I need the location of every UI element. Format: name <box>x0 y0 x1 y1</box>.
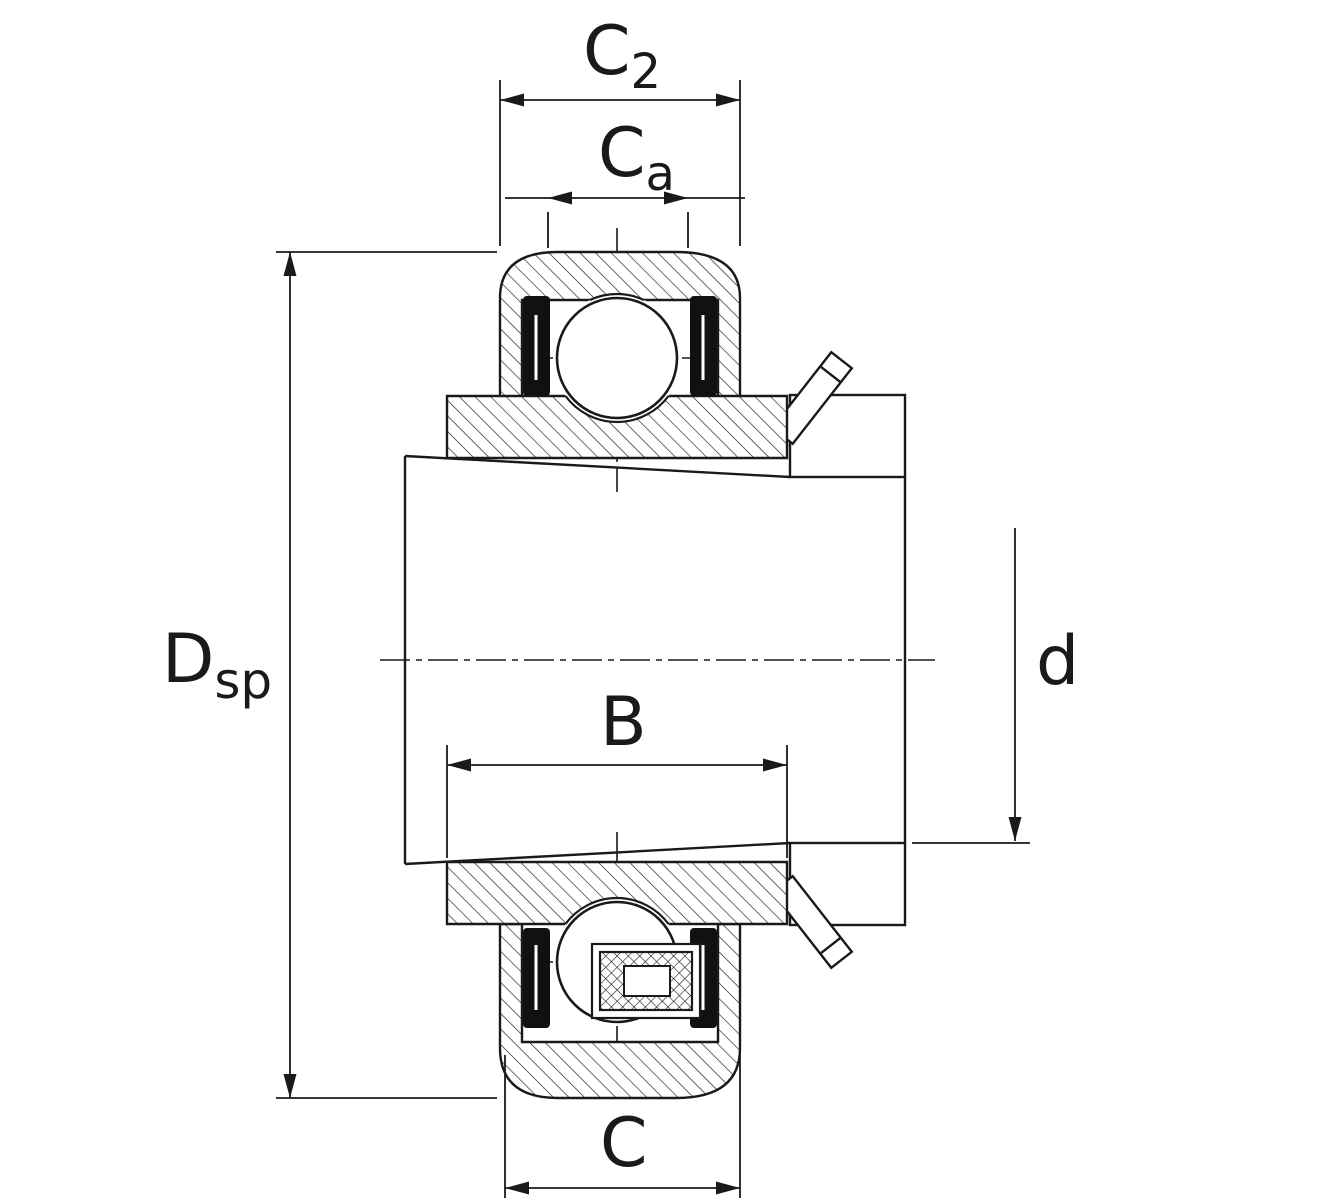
c-arrowhead-left <box>505 1181 529 1195</box>
set-screw-bottom-head-line <box>819 936 842 955</box>
c-arrowhead-right <box>716 1181 740 1195</box>
shaft-top-taper-line <box>404 454 791 479</box>
dimension-c <box>504 1055 741 1198</box>
raceway-arc-inner-bottom <box>564 896 670 925</box>
bearing-bottom-section <box>445 860 789 1100</box>
raceway-arc-inner-top <box>564 395 670 424</box>
outer-ring-bottom <box>498 922 742 1100</box>
dimension-d <box>912 528 1030 844</box>
dimension-b <box>446 745 788 858</box>
c2-arrowhead-right <box>716 93 740 107</box>
shaft-bottom-taper-line <box>404 841 791 866</box>
d-arrowhead-bottom <box>1008 817 1022 841</box>
bearing-top-section <box>445 250 789 460</box>
dimension-dsp <box>276 251 497 1099</box>
shaft <box>403 350 907 970</box>
ball-top <box>555 296 679 420</box>
inner-ring-top <box>445 394 789 460</box>
ca-arrowhead-right <box>664 191 688 205</box>
dsp-arrowhead-top <box>283 252 297 276</box>
b-arrowhead-left <box>447 758 471 772</box>
inner-ring-bottom <box>445 860 789 926</box>
dsp-arrowhead-bottom <box>283 1074 297 1098</box>
ca-label: Ca <box>598 114 675 202</box>
ca-arrowhead-left <box>548 191 572 205</box>
b-arrowhead-right <box>763 758 787 772</box>
raceway-arc-outer-top <box>589 293 645 301</box>
d-label: d <box>1036 622 1079 701</box>
b-label: B <box>600 683 647 762</box>
c-label: C <box>600 1104 647 1183</box>
set-screw-top-head-line <box>819 365 842 384</box>
outer-ring-top <box>498 250 742 400</box>
dimension-c2 <box>499 80 741 246</box>
set-screw-hex-socket <box>623 965 671 997</box>
c2-arrowhead-left <box>500 93 524 107</box>
c2-label: C2 <box>583 12 661 100</box>
dsp-label: Dsp <box>162 620 272 710</box>
dimension-ca <box>505 191 745 248</box>
